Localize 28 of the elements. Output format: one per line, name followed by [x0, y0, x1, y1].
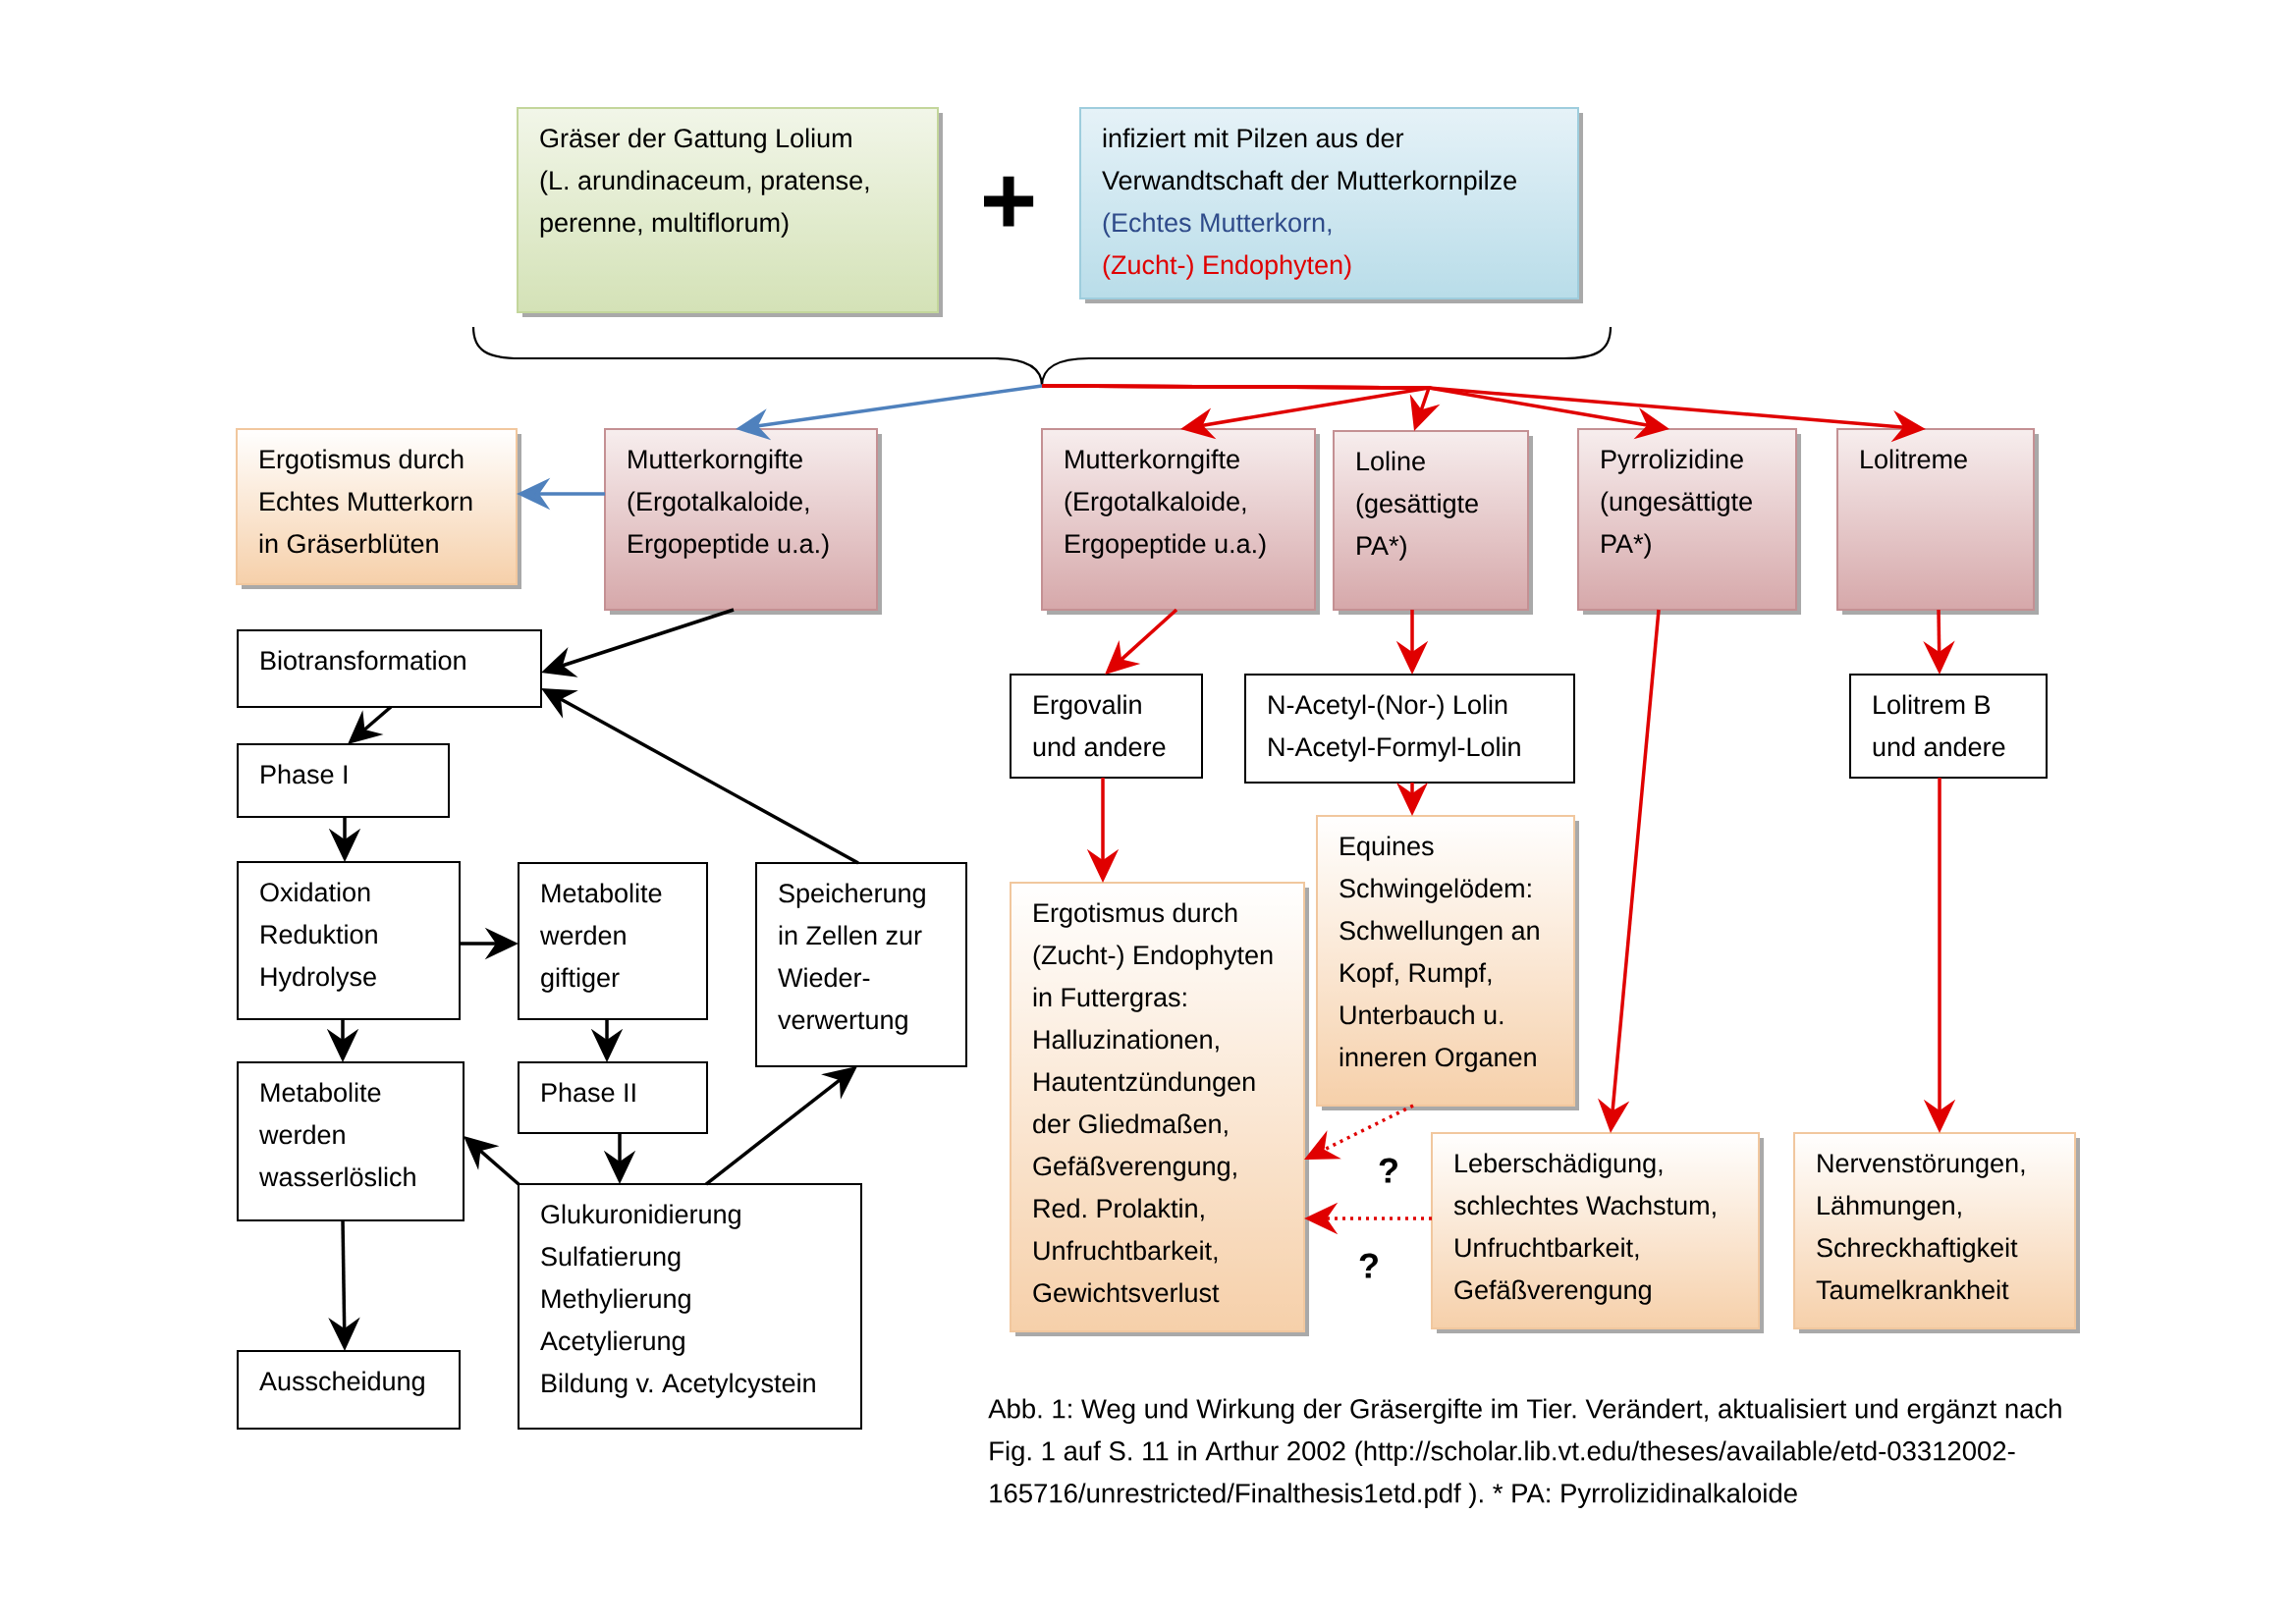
- effect-box: Ergotismus durch Echtes Mutterkorn in Gräserblüten: [236, 428, 521, 589]
- effect-box: Leberschädigung, schlechtes Wachstum, Unfruchtbarkeit, Gefäßverengung: [1431, 1132, 1764, 1333]
- process-box: Lolitrem B und andere: [1849, 674, 2048, 779]
- edge-label: ?: [1376, 1156, 1401, 1185]
- process-box: Ausscheidung: [237, 1350, 461, 1430]
- toxin-box: Loline (gesättigte PA*): [1333, 430, 1533, 615]
- edge-label: ?: [1356, 1251, 1382, 1280]
- process-box: Metabolite werden wasserlöslich: [237, 1061, 465, 1221]
- info-box: infiziert mit Pilzen aus der Verwandtschaft der Mutterkornpilze (Echtes Mutterkorn, (Zucht-) Endophyten): [1079, 107, 1583, 303]
- effect-box: Nervenstörungen, Lähmungen, Schreckhaftigkeit Taumelkrankheit: [1793, 1132, 2080, 1333]
- toxin-box: Pyrrolizidine (ungesättigte PA*): [1577, 428, 1801, 615]
- process-box: N-Acetyl-(Nor-) Lolin N-Acetyl-Formyl-Lolin: [1244, 674, 1575, 784]
- info-box: Gräser der Gattung Lolium (L. arundinaceum, pratense, perenne, multiflorum): [517, 107, 943, 317]
- process-box: Oxidation Reduktion Hydrolyse: [237, 861, 461, 1020]
- toxin-box: Lolitreme: [1836, 428, 2039, 615]
- toxin-box: Mutterkorngifte (Ergotalkaloide, Ergopeptide u.a.): [604, 428, 882, 615]
- effect-box: Ergotismus durch (Zucht-) Endophyten in Futtergras: Halluzinationen, Hautentzündungen der Gliedmaßen, Gefäßverengung, Red. Prolaktin, Unfruchtbarkeit, Gewichtsverlust: [1010, 882, 1309, 1336]
- process-box: Metabolite werden giftiger: [518, 862, 708, 1020]
- process-box: Speicherung in Zellen zur Wieder- verwertung: [755, 862, 967, 1067]
- process-box: Phase II: [518, 1061, 708, 1134]
- process-box: Ergovalin und andere: [1010, 674, 1203, 779]
- toxin-box: Mutterkorngifte (Ergotalkaloide, Ergopeptide u.a.): [1041, 428, 1320, 615]
- process-box: Phase I: [237, 743, 450, 818]
- effect-box: Equines Schwingelödem: Schwellungen an Kopf, Rumpf, Unterbauch u. inneren Organen: [1316, 815, 1579, 1110]
- caption: Abb. 1: Weg und Wirkung der Gräsergifte im Tier. Verändert, aktualisiert und ergänzt nach Fig. 1 auf S. 11 in Arthur 2002 (http://scholar.lib.vt.edu/theses/available/etd-03312002-165716/unrestricted/Finalthesis1etd.pdf ). * PA: Pyrrolizidinalkaloide: [988, 1398, 2061, 1508]
- plus-sign: +: [984, 176, 1034, 227]
- process-box: Glukuronidierung Sulfatierung Methylierung Acetylierung Bildung v. Acetylcystein: [518, 1183, 862, 1430]
- process-box: Biotransformation: [237, 629, 542, 708]
